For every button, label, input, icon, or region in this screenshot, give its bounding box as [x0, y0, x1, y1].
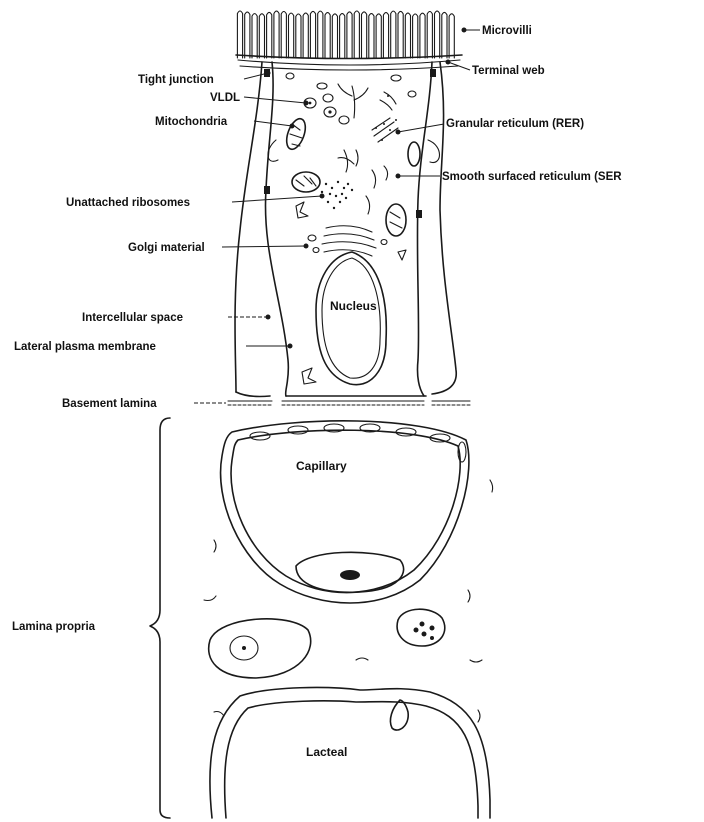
smooth-reticulum-branch: [338, 84, 368, 118]
endothelial-nucleus: [340, 570, 360, 580]
microvilli-border: [237, 11, 454, 58]
ribosome: [337, 181, 339, 183]
ribosome: [321, 191, 323, 193]
microvillus: [245, 12, 250, 58]
microvillus: [347, 12, 352, 58]
nucleus-envelope: [316, 252, 386, 385]
microvillus: [274, 11, 279, 58]
nucleus-label: Nucleus: [330, 299, 377, 313]
apical-surface: [236, 55, 462, 59]
label-mitochondria: Mitochondria: [155, 116, 228, 128]
microvillus: [405, 13, 410, 58]
tight-junction-right: [430, 69, 436, 77]
microvillus: [413, 14, 418, 58]
leader-lines: [194, 28, 480, 404]
terminal-web-band: [238, 60, 460, 70]
label-microvilli: Microvilli: [482, 25, 532, 37]
label-vldl: VLDL: [210, 92, 240, 104]
microvillus: [296, 14, 301, 58]
microvillus: [325, 13, 330, 58]
microvillus: [420, 13, 425, 58]
lacteal-valve-fold: [390, 700, 408, 730]
vesicle-body: [398, 250, 406, 260]
granular-reticulum: [372, 92, 398, 142]
microvillus: [252, 14, 257, 58]
ribosome: [335, 195, 337, 197]
label-terminal-web: Terminal web: [472, 65, 545, 77]
ribosome: [327, 201, 329, 203]
lamina-propria-brace: [150, 418, 170, 818]
right-cell-edge: [432, 62, 456, 394]
label-tight-junction: Tight junction: [138, 74, 214, 86]
vldl-vesicles: [304, 94, 349, 124]
smooth-reticulum: [338, 150, 388, 214]
left-cell-edge: [235, 62, 262, 392]
microvillus: [435, 11, 440, 58]
nucleus-envelope-inner: [322, 258, 380, 378]
microvillus: [340, 14, 345, 58]
ribosome: [345, 197, 347, 199]
capillary-wall-inner: [231, 430, 460, 592]
lacteal-wall-inner: [225, 701, 478, 818]
ribosome: [333, 207, 335, 209]
microvillus: [383, 13, 388, 58]
apical-vesicles: [286, 73, 416, 97]
microvillus: [398, 11, 403, 58]
lamina-cell-right-granules: [414, 622, 435, 641]
microvillus: [289, 13, 294, 58]
label-lamina-propria: Lamina propria: [12, 621, 96, 633]
microvillus: [332, 14, 337, 58]
microvillus: [376, 14, 381, 58]
ribosome: [343, 187, 345, 189]
microvillus: [354, 11, 359, 58]
ribosome: [325, 183, 327, 185]
microvillus: [303, 13, 308, 58]
ribosome: [339, 201, 341, 203]
ribosome: [329, 193, 331, 195]
label-intercellular-space: Intercellular space: [82, 312, 183, 324]
desmosome-right: [416, 210, 422, 218]
label-unattached-ribosomes: Unattached ribosomes: [66, 197, 190, 209]
microvillus: [391, 11, 396, 58]
lamina-cell-right: [397, 609, 445, 646]
microvillus: [427, 11, 432, 58]
label-basement-lamina: Basement lamina: [62, 398, 157, 410]
golgi-material: [308, 226, 387, 256]
lamina-cell-left: [209, 619, 311, 678]
label-lateral-plasma-membrane: Lateral plasma membrane: [14, 341, 156, 353]
microvillus: [362, 12, 367, 58]
ribosome: [331, 187, 333, 189]
lacteal-label: Lacteal: [306, 745, 347, 759]
microvillus: [442, 12, 447, 58]
label-granular-reticulum: Granular reticulum (RER): [446, 118, 584, 130]
ribosome: [351, 189, 353, 191]
microvillus: [318, 11, 323, 58]
unattached-ribosomes: [321, 181, 353, 209]
ribosome: [341, 193, 343, 195]
label-golgi-material: Golgi material: [128, 242, 205, 254]
lateral-plasma-membrane-right: [417, 62, 432, 396]
desmosome-left: [264, 186, 270, 194]
microvillus: [237, 11, 242, 58]
microvillus: [281, 11, 286, 58]
ribosome: [347, 183, 349, 185]
basal-vesicle: [302, 368, 316, 384]
cell-base: [236, 392, 426, 397]
microvillus: [259, 14, 264, 58]
microvillus: [310, 11, 315, 58]
lamina-cell-left-nucleolus: [242, 646, 246, 650]
label-smooth-reticulum: Smooth surfaced reticulum (SER: [442, 171, 622, 183]
microvillus: [449, 14, 454, 58]
lysosome-body: [296, 202, 308, 218]
lateral-fold-right: [428, 140, 440, 163]
microvillus: [267, 12, 272, 58]
capillary-label: Capillary: [296, 459, 347, 473]
microvillus: [369, 14, 374, 58]
